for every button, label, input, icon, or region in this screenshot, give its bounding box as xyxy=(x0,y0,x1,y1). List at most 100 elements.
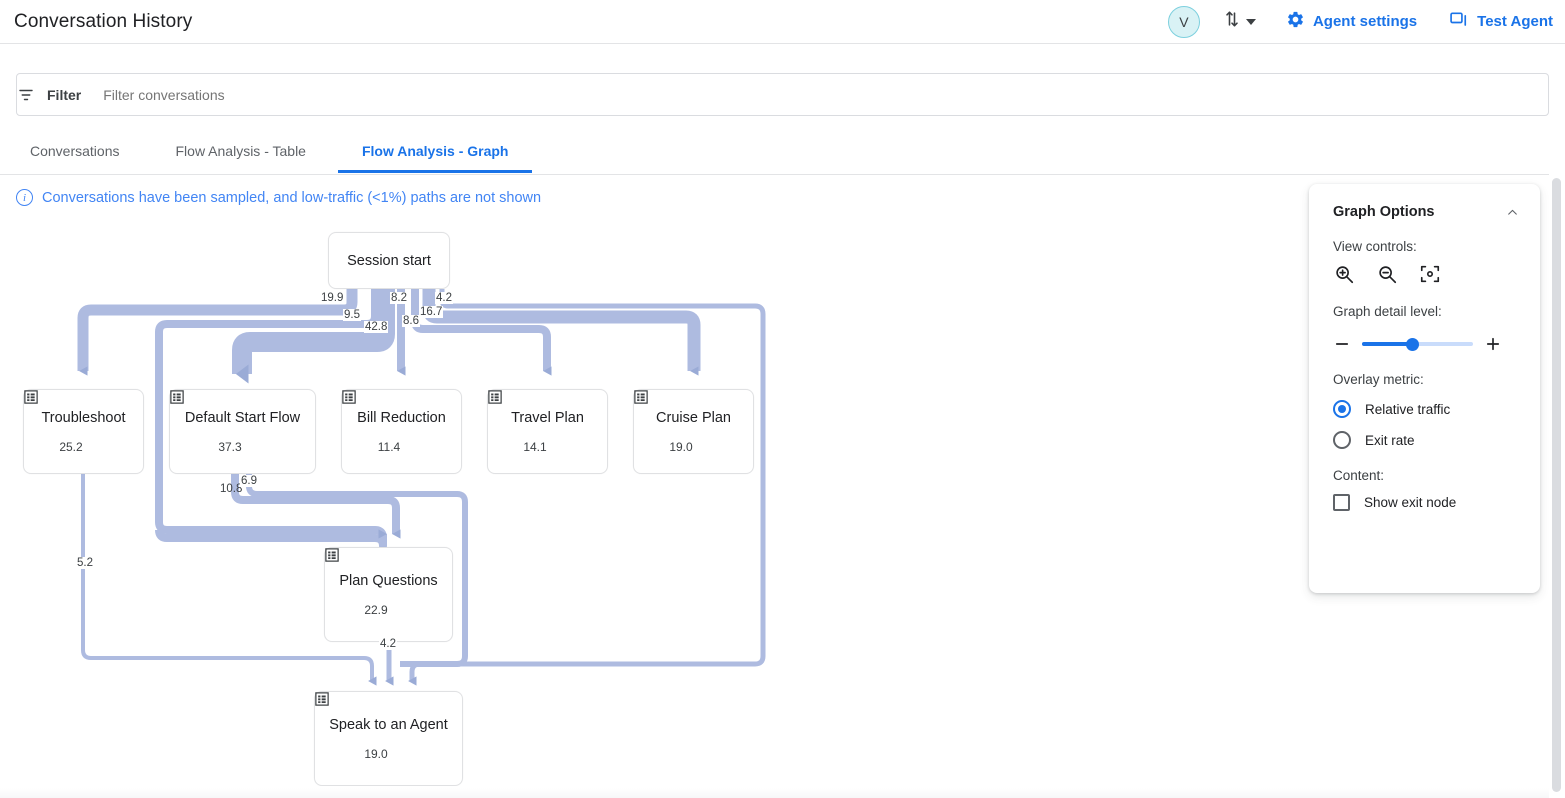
search-input[interactable] xyxy=(101,85,1002,104)
node-cruise-plan[interactable]: Cruise Plan 19.0 xyxy=(633,389,754,474)
node-stat: 14.1 xyxy=(488,390,572,454)
node-value: 19.0 xyxy=(364,746,388,761)
zoom-in-icon[interactable] xyxy=(1333,263,1355,285)
edge-label: 8.2 xyxy=(390,292,408,304)
node-stat: 22.9 xyxy=(325,548,413,617)
test-agent-label: Test Agent xyxy=(1477,13,1553,30)
flow-edges xyxy=(77,289,766,686)
node-stat: 19.0 xyxy=(315,692,413,761)
view-controls xyxy=(1333,263,1516,285)
node-bill-reduction[interactable]: Bill Reduction 11.4 xyxy=(341,389,462,474)
list-icon[interactable] xyxy=(170,390,267,454)
sampling-notice: i Conversations have been sampled, and l… xyxy=(16,189,541,206)
node-label: Troubleshoot xyxy=(41,409,126,426)
agent-settings-button[interactable]: Agent settings xyxy=(1286,10,1417,33)
list-icon[interactable] xyxy=(315,692,413,761)
node-value: 19.0 xyxy=(669,439,693,454)
node-stat: 11.4 xyxy=(342,390,425,454)
node-label: Cruise Plan xyxy=(656,409,731,426)
node-travel-plan[interactable]: Travel Plan 14.1 xyxy=(487,389,608,474)
node-session-start[interactable]: Session start xyxy=(328,232,450,289)
node-label: Default Start Flow xyxy=(184,409,301,426)
tab-flow-analysis-graph[interactable]: Flow Analysis - Graph xyxy=(338,134,532,173)
minus-icon[interactable] xyxy=(1333,335,1351,353)
graph-options-title: Graph Options xyxy=(1333,204,1435,220)
flow-graph-canvas[interactable]: Session start Troubleshoot 25.2 xyxy=(0,216,1549,786)
test-agent-button[interactable]: Test Agent xyxy=(1449,10,1553,34)
edge-label: 42.8 xyxy=(364,321,389,333)
filter-label: Filter xyxy=(47,86,82,103)
avatar-initial: V xyxy=(1179,13,1189,30)
node-troubleshoot[interactable]: Troubleshoot 25.2 xyxy=(23,389,144,474)
checkbox-label: Show exit node xyxy=(1364,495,1457,510)
radio-exit-rate[interactable]: Exit rate xyxy=(1333,431,1516,449)
filter-bar[interactable]: Filter xyxy=(16,73,1549,116)
info-icon: i xyxy=(16,189,33,206)
tab-flow-analysis-table[interactable]: Flow Analysis - Table xyxy=(175,143,306,159)
graph-options-header[interactable]: Graph Options xyxy=(1309,184,1540,220)
filter-icon xyxy=(17,86,35,104)
edge-label: 4.2 xyxy=(379,638,397,650)
graph-detail-slider[interactable] xyxy=(1362,335,1473,353)
page-bottom-edge xyxy=(0,788,1549,798)
edge-label: 19.9 xyxy=(320,292,345,304)
node-value: 37.3 xyxy=(218,439,242,454)
node-value: 11.4 xyxy=(377,439,401,454)
chevron-down-icon xyxy=(1245,18,1256,25)
list-icon[interactable] xyxy=(488,390,572,454)
avatar[interactable]: V xyxy=(1167,5,1200,38)
edge-label: 8.6 xyxy=(402,315,420,327)
node-label: Bill Reduction xyxy=(357,409,446,426)
edge-label: 16.7 xyxy=(419,306,444,318)
fit-to-screen-icon[interactable] xyxy=(1419,263,1441,285)
zoom-out-icon[interactable] xyxy=(1376,263,1398,285)
node-label: Plan Questions xyxy=(339,572,438,589)
top-bar: Conversation History V xyxy=(0,0,1565,44)
list-icon[interactable] xyxy=(325,548,413,617)
edge-label: 6.9 xyxy=(240,475,258,487)
content-label: Content: xyxy=(1333,468,1385,483)
tab-conversations[interactable]: Conversations xyxy=(30,143,120,159)
node-stat: 37.3 xyxy=(170,390,267,454)
node-plan-questions[interactable]: Plan Questions 22.9 xyxy=(324,547,453,642)
checkbox-icon[interactable] xyxy=(1333,494,1350,511)
chevron-up-icon[interactable] xyxy=(1506,206,1518,218)
plus-icon[interactable] xyxy=(1484,335,1502,353)
radio-label: Relative traffic xyxy=(1365,401,1451,417)
node-stat: 25.2 xyxy=(24,390,108,454)
checkbox-show-exit-node[interactable]: Show exit node xyxy=(1333,494,1516,511)
node-value: 25.2 xyxy=(59,439,83,454)
list-icon[interactable] xyxy=(634,390,718,454)
list-icon[interactable] xyxy=(342,390,425,454)
swap-vert-control[interactable] xyxy=(1222,9,1256,34)
top-bar-actions: V Agent settings xyxy=(1167,5,1565,38)
agent-settings-label: Agent settings xyxy=(1312,13,1418,30)
slider-fill xyxy=(1362,342,1413,346)
sampling-notice-text: Conversations have been sampled, and low… xyxy=(42,189,542,206)
radio-icon[interactable] xyxy=(1333,400,1351,418)
gear-icon xyxy=(1286,10,1305,33)
edge-label: 10.8 xyxy=(220,483,243,495)
swap-vert-icon xyxy=(1222,9,1242,34)
node-value: 14.1 xyxy=(523,439,547,454)
edge-label: 5.2 xyxy=(76,557,94,569)
graph-options-panel: Graph Options View controls: xyxy=(1309,184,1540,593)
node-stat: 19.0 xyxy=(634,390,718,454)
radio-relative-traffic[interactable]: Relative traffic xyxy=(1333,400,1516,418)
radio-label: Exit rate xyxy=(1365,432,1415,448)
radio-icon[interactable] xyxy=(1333,431,1351,449)
list-icon[interactable] xyxy=(24,390,108,454)
node-default-start-flow[interactable]: Default Start Flow 37.3 xyxy=(169,389,316,474)
edge-label: 4.2 xyxy=(435,292,453,304)
node-label: Travel Plan xyxy=(511,409,584,426)
node-label: Speak to an Agent xyxy=(329,716,448,733)
vertical-scrollbar[interactable] xyxy=(1552,178,1561,792)
edge-label: 9.5 xyxy=(343,309,361,321)
graph-detail-level-label: Graph detail level: xyxy=(1333,304,1442,319)
tab-bar: Conversations Flow Analysis - Table Flow… xyxy=(0,134,1549,175)
chat-icon xyxy=(1449,10,1469,34)
view-controls-label: View controls: xyxy=(1333,239,1417,254)
slider-thumb[interactable] xyxy=(1406,338,1419,351)
node-speak-to-an-agent[interactable]: Speak to an Agent 19.0 xyxy=(314,691,463,786)
node-label: Session start xyxy=(347,252,431,269)
